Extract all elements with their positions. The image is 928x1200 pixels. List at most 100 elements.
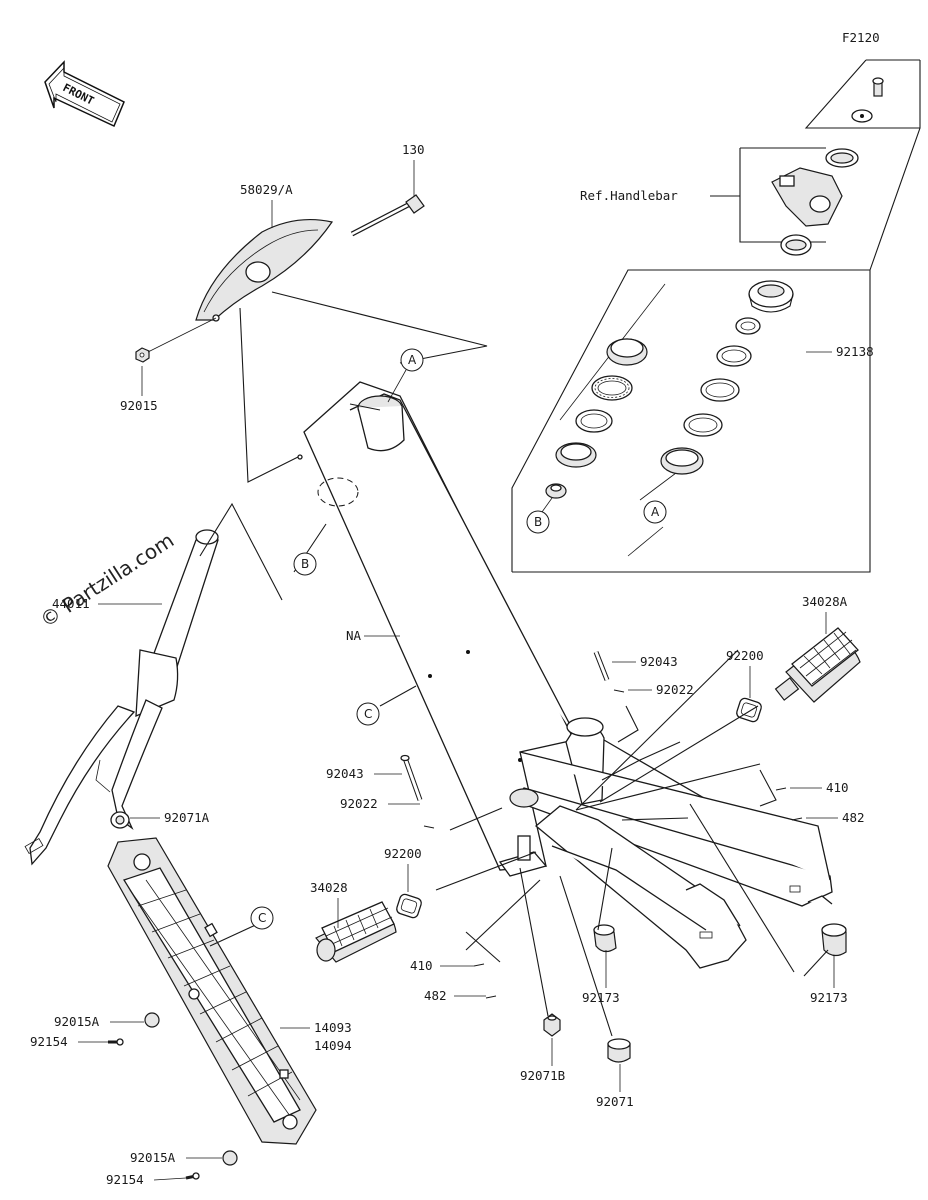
svg-text:92043: 92043 — [640, 654, 678, 669]
screw-92154-top — [108, 1038, 124, 1046]
label-92022-mid: 92022 — [340, 796, 420, 811]
svg-text:482: 482 — [424, 988, 447, 1003]
label-482-left: 482 — [424, 988, 486, 1003]
svg-text:92173: 92173 — [810, 990, 848, 1005]
bearing-race-upper — [606, 338, 648, 366]
label-92071B: 92071B — [520, 1038, 565, 1083]
headset-cup-top — [748, 280, 794, 313]
front-fork — [24, 529, 219, 866]
svg-text:92015A: 92015A — [54, 1014, 100, 1029]
grommet-92071A — [110, 811, 130, 829]
svg-text:92200: 92200 — [384, 846, 422, 861]
label-410-right: 410 — [790, 780, 849, 795]
label-130: 130 — [402, 142, 425, 196]
svg-text:A: A — [408, 353, 417, 367]
label-14093: 14093 — [280, 1020, 352, 1035]
callout-b-frame: B — [293, 552, 317, 576]
svg-text:44011: 44011 — [52, 596, 90, 611]
label-58029A: 58029/A — [240, 182, 293, 228]
head-cover — [195, 218, 333, 322]
bolt-130 — [350, 194, 425, 237]
svg-text:C: C — [258, 911, 266, 925]
label-92200-top: 92200 — [726, 648, 764, 698]
callout-c-frame: C — [356, 702, 380, 726]
callout-b-box: B — [526, 497, 553, 534]
callout-c-guard: C — [250, 906, 274, 930]
callout-a-box: A — [643, 500, 667, 524]
headset-washer-1 — [716, 345, 752, 367]
label-44011: 44011 — [52, 596, 162, 611]
svg-text:B: B — [301, 557, 309, 571]
pin-92043-mid — [400, 754, 423, 801]
svg-text:92022: 92022 — [656, 682, 694, 697]
label-ref-handlebar: Ref.Handlebar — [580, 188, 678, 203]
label-92015A-top: 92015A — [54, 1014, 144, 1029]
collar-92173-right — [821, 923, 847, 957]
bearing-seal — [575, 409, 613, 433]
svg-text:92138: 92138 — [836, 344, 874, 359]
label-92154-top: 92154 — [30, 1034, 108, 1049]
svg-text:B: B — [534, 515, 542, 529]
headset-washer-2 — [700, 378, 740, 402]
svg-text:92071: 92071 — [596, 1094, 634, 1109]
svg-text:92015: 92015 — [120, 398, 158, 413]
svg-text:130: 130 — [402, 142, 425, 157]
label-92015A-bottom: 92015A — [130, 1150, 222, 1165]
label-410-left: 410 — [410, 958, 474, 973]
diagram-ref-code: F2120 — [842, 30, 880, 45]
collar-92173-left — [593, 924, 617, 953]
label-92022-top: 92022 — [628, 682, 694, 697]
label-na: NA — [346, 628, 400, 643]
nut-92071 — [607, 1038, 631, 1063]
svg-text:92154: 92154 — [106, 1172, 144, 1187]
nut-92071B — [543, 1013, 561, 1037]
chain-guard — [107, 837, 317, 1145]
bearing-kit-box — [511, 59, 921, 573]
svg-text:A: A — [651, 505, 660, 519]
headset-washer-3 — [683, 413, 723, 437]
svg-text:34028A: 34028A — [802, 594, 848, 609]
callout-a-frame: A — [387, 348, 424, 403]
svg-text:92022: 92022 — [340, 796, 378, 811]
svg-text:58029/A: 58029/A — [240, 182, 293, 197]
label-92200-mid: 92200 — [384, 846, 422, 892]
pad-92200-mid — [396, 893, 422, 919]
handlebar-clamp-group — [710, 77, 884, 256]
label-92043-mid: 92043 — [326, 766, 402, 781]
headset-spacer — [735, 317, 761, 335]
label-92173-left: 92173 — [582, 950, 620, 1005]
svg-text:92200: 92200 — [726, 648, 764, 663]
svg-text:Ref.Handlebar: Ref.Handlebar — [580, 188, 678, 203]
label-14094: 14094 — [314, 1038, 352, 1053]
ball-retainer — [591, 375, 633, 401]
clamp-ring-top — [825, 148, 859, 168]
svg-text:14093: 14093 — [314, 1020, 352, 1035]
label-92173-right: 92173 — [810, 956, 848, 1005]
handlebar-clamp — [771, 167, 843, 227]
svg-text:92154: 92154 — [30, 1034, 68, 1049]
svg-text:C: C — [364, 707, 372, 721]
bolt-92015A-bottom — [222, 1150, 238, 1166]
bolt-92015A-top — [144, 1012, 160, 1028]
label-482-right: 482 — [806, 810, 865, 825]
svg-text:NA: NA — [346, 628, 362, 643]
clamp-ring-bottom — [780, 234, 812, 256]
top-bolt — [851, 77, 884, 123]
svg-text:92071B: 92071B — [520, 1068, 565, 1083]
label-92043-top: 92043 — [612, 654, 678, 669]
footpeg-34028A — [774, 627, 861, 703]
front-arrow-icon: FRONT — [44, 60, 125, 128]
frame-body — [297, 381, 833, 969]
svg-text:482: 482 — [842, 810, 865, 825]
nut-92015 — [135, 347, 150, 363]
svg-text:92071A: 92071A — [164, 810, 210, 825]
pad-92200-top — [736, 697, 762, 723]
svg-text:410: 410 — [410, 958, 433, 973]
svg-text:14094: 14094 — [314, 1038, 352, 1053]
bearing-nut-b — [545, 483, 567, 499]
svg-text:34028: 34028 — [310, 880, 348, 895]
label-92015: 92015 — [120, 366, 158, 413]
screw-92154-bottom — [185, 1172, 200, 1180]
watermark: © Partzilla.com — [36, 528, 179, 632]
